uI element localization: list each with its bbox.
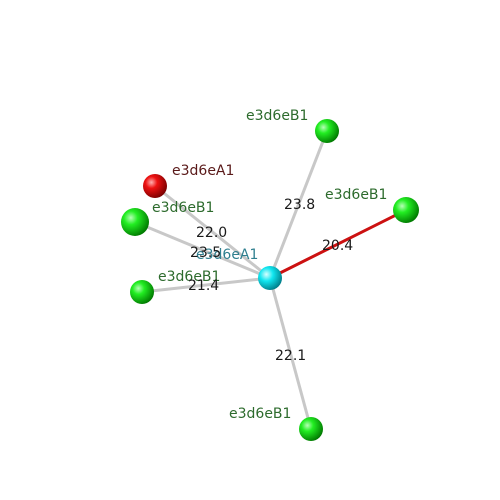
atom-sphere-b5	[299, 417, 323, 441]
atom-label-b3: e3d6eB1	[158, 269, 220, 285]
bond-line	[268, 276, 313, 431]
atom-labels: e3d6eB1 e3d6eA1 e3d6eB1 e3d6eB1 e3d6eB1 …	[152, 108, 387, 422]
bond-distance-b1: 23.8	[284, 197, 315, 213]
atom-sphere-a1	[143, 174, 167, 198]
atom-label-b4: e3d6eB1	[325, 187, 387, 203]
atom-sphere-b2	[121, 208, 149, 236]
bond-line	[268, 129, 329, 280]
bond-line	[153, 184, 272, 280]
bond-distance-b3: 21.4	[188, 278, 219, 294]
atom-label-center: e3d6eA1	[196, 247, 258, 263]
bond-labels: 23.8 23.5 22.0 21.4 20.4 22.1	[188, 197, 353, 364]
bond-line	[268, 208, 408, 280]
bond-distance-b5: 22.1	[275, 348, 306, 364]
atom-sphere-b4	[393, 197, 419, 223]
bond-distance-b2: 22.0	[196, 225, 227, 241]
bond-line	[133, 220, 272, 280]
atom-label-a1: e3d6eA1	[172, 163, 234, 179]
atom-label-b2: e3d6eB1	[152, 200, 214, 216]
atom-label-b1: e3d6eB1	[246, 108, 308, 124]
bond-distance-a1: 23.5	[190, 245, 221, 261]
atom-sphere-b1	[315, 119, 339, 143]
bonds	[133, 129, 408, 431]
atom-sphere-center	[258, 266, 282, 290]
atom-sphere-b3	[130, 280, 154, 304]
bond-distance-b4: 20.4	[322, 238, 353, 254]
atom-label-b5: e3d6eB1	[229, 406, 291, 422]
bond-line	[140, 276, 272, 294]
atoms	[121, 119, 419, 441]
